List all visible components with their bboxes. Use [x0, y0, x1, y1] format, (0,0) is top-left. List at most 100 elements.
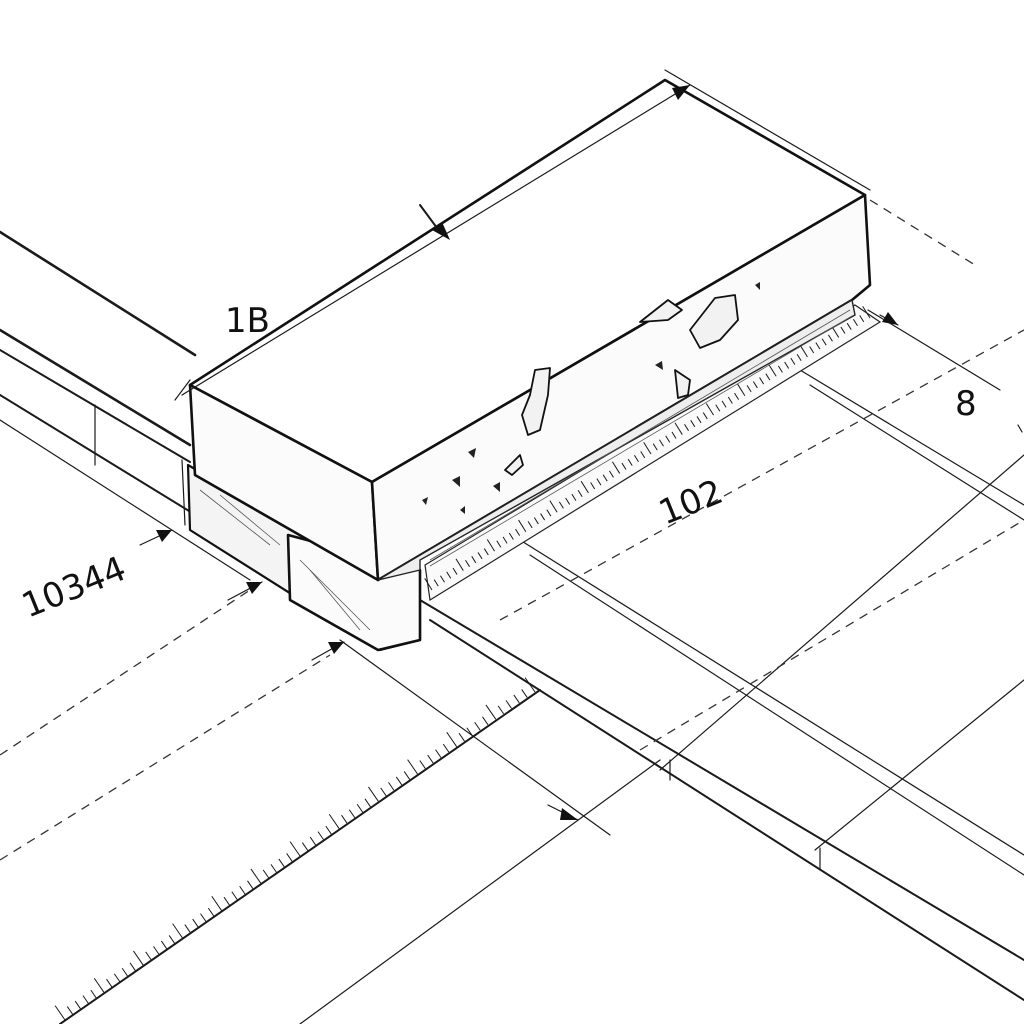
ruler-tick — [435, 749, 442, 758]
ruler-tick — [341, 814, 348, 824]
ruler-tick — [424, 578, 433, 591]
ruler-tick — [90, 989, 97, 999]
ruler-tick — [721, 400, 727, 408]
ruler-tick — [129, 962, 136, 972]
ruler-tick — [465, 559, 470, 567]
ruler-tick — [640, 451, 646, 459]
ruler-tick — [446, 731, 458, 747]
ruler-tick — [113, 973, 121, 983]
ruler-tick — [821, 338, 827, 346]
ruler-tick — [652, 443, 658, 451]
ruler-tick — [527, 521, 533, 529]
ruler-tick — [223, 896, 230, 906]
ruler-tick — [521, 689, 528, 698]
ruler-tick — [571, 493, 577, 501]
ruler-tick — [74, 1000, 82, 1010]
ruler-tick — [659, 439, 664, 447]
ruler-tick — [289, 841, 301, 857]
ruler-tick — [546, 509, 552, 517]
dimension-label-side: 8 — [955, 384, 977, 424]
ruler-tick — [533, 517, 539, 525]
ruler-tick — [612, 461, 621, 474]
ruler-tick — [446, 571, 452, 579]
ruler-tick — [364, 798, 371, 808]
ruler-tick — [508, 532, 514, 540]
ruler-tick — [846, 322, 852, 330]
ruler-tick — [270, 864, 277, 873]
ruler-tick — [621, 462, 627, 470]
ruler-tick — [474, 721, 481, 731]
ruler-tick — [356, 803, 364, 813]
ruler-tick — [82, 995, 89, 1004]
ruler-tick — [497, 705, 505, 715]
ruler-tick — [759, 377, 765, 385]
ruler-tick — [809, 346, 815, 354]
ruler-tick — [121, 967, 129, 977]
ruler-lower — [54, 677, 536, 1021]
ruler-tick — [768, 364, 777, 377]
ruler-tick — [211, 895, 223, 911]
ruler-tick — [502, 536, 508, 544]
ruler-tick — [577, 489, 583, 498]
ruler-tick — [172, 923, 183, 939]
ruler-tick — [596, 478, 602, 486]
ruler-tick — [160, 940, 168, 950]
ruler-tick — [690, 420, 696, 428]
ruler-tick — [477, 552, 483, 560]
ruler-tick — [433, 579, 439, 587]
ruler-tick — [485, 704, 497, 720]
ruler-tick — [54, 1005, 66, 1021]
ruler-tick — [368, 786, 379, 802]
ruler-tick — [862, 306, 871, 319]
ruler-tick — [440, 575, 445, 583]
ruler-tick — [608, 470, 614, 478]
ruler-tick — [380, 787, 387, 797]
ruler-tick — [427, 754, 434, 764]
ruler-tick — [752, 381, 758, 389]
ruler-tick — [796, 353, 802, 362]
ruler-tick — [696, 416, 702, 424]
ruler-tick — [301, 842, 309, 851]
ruler-tick — [286, 853, 293, 862]
ruler-tick — [715, 404, 721, 412]
ruler-tick — [515, 528, 521, 536]
ruler-tick — [540, 513, 546, 521]
chip-mark — [674, 369, 691, 399]
ruler-tick — [328, 813, 340, 829]
ruler-tick — [684, 423, 689, 431]
ruler-tick — [442, 743, 450, 753]
ruler-tick — [407, 759, 418, 775]
ruler-tick — [634, 455, 639, 463]
ruler-tick — [458, 732, 465, 742]
ruler-tick — [859, 315, 865, 323]
ruler-tick — [505, 700, 512, 709]
ruler-tick — [518, 519, 527, 532]
ruler-tick — [671, 431, 677, 439]
dimension-label-length-right: 102 — [653, 472, 728, 533]
ruler-tick — [247, 880, 254, 890]
ruler-tick — [145, 951, 152, 961]
dimension-label-length-left: 10344 — [16, 549, 131, 627]
dashed-construction-lines — [0, 199, 1024, 861]
ruler-tick — [853, 319, 858, 327]
ruler-tick — [471, 556, 477, 564]
ruler-tick — [239, 885, 246, 895]
ruler-tick — [513, 694, 520, 704]
ruler-tick — [106, 978, 113, 988]
ruler-tick — [262, 869, 270, 879]
ruler-tick — [309, 836, 317, 846]
ruler-tick — [133, 950, 144, 966]
ruler-tick — [727, 396, 733, 404]
ruler-tick — [524, 677, 536, 693]
ruler-tick — [565, 497, 571, 505]
ruler-tick — [482, 716, 489, 726]
ruler-tick — [278, 858, 285, 868]
ruler-tick — [705, 403, 714, 416]
ruler-tick — [325, 825, 332, 835]
ruler-tick — [395, 776, 403, 786]
floor-slab-lines — [0, 230, 1024, 1024]
ruler-tick — [815, 342, 821, 350]
ruler-tick — [746, 385, 752, 393]
ruler-tick — [590, 482, 596, 490]
